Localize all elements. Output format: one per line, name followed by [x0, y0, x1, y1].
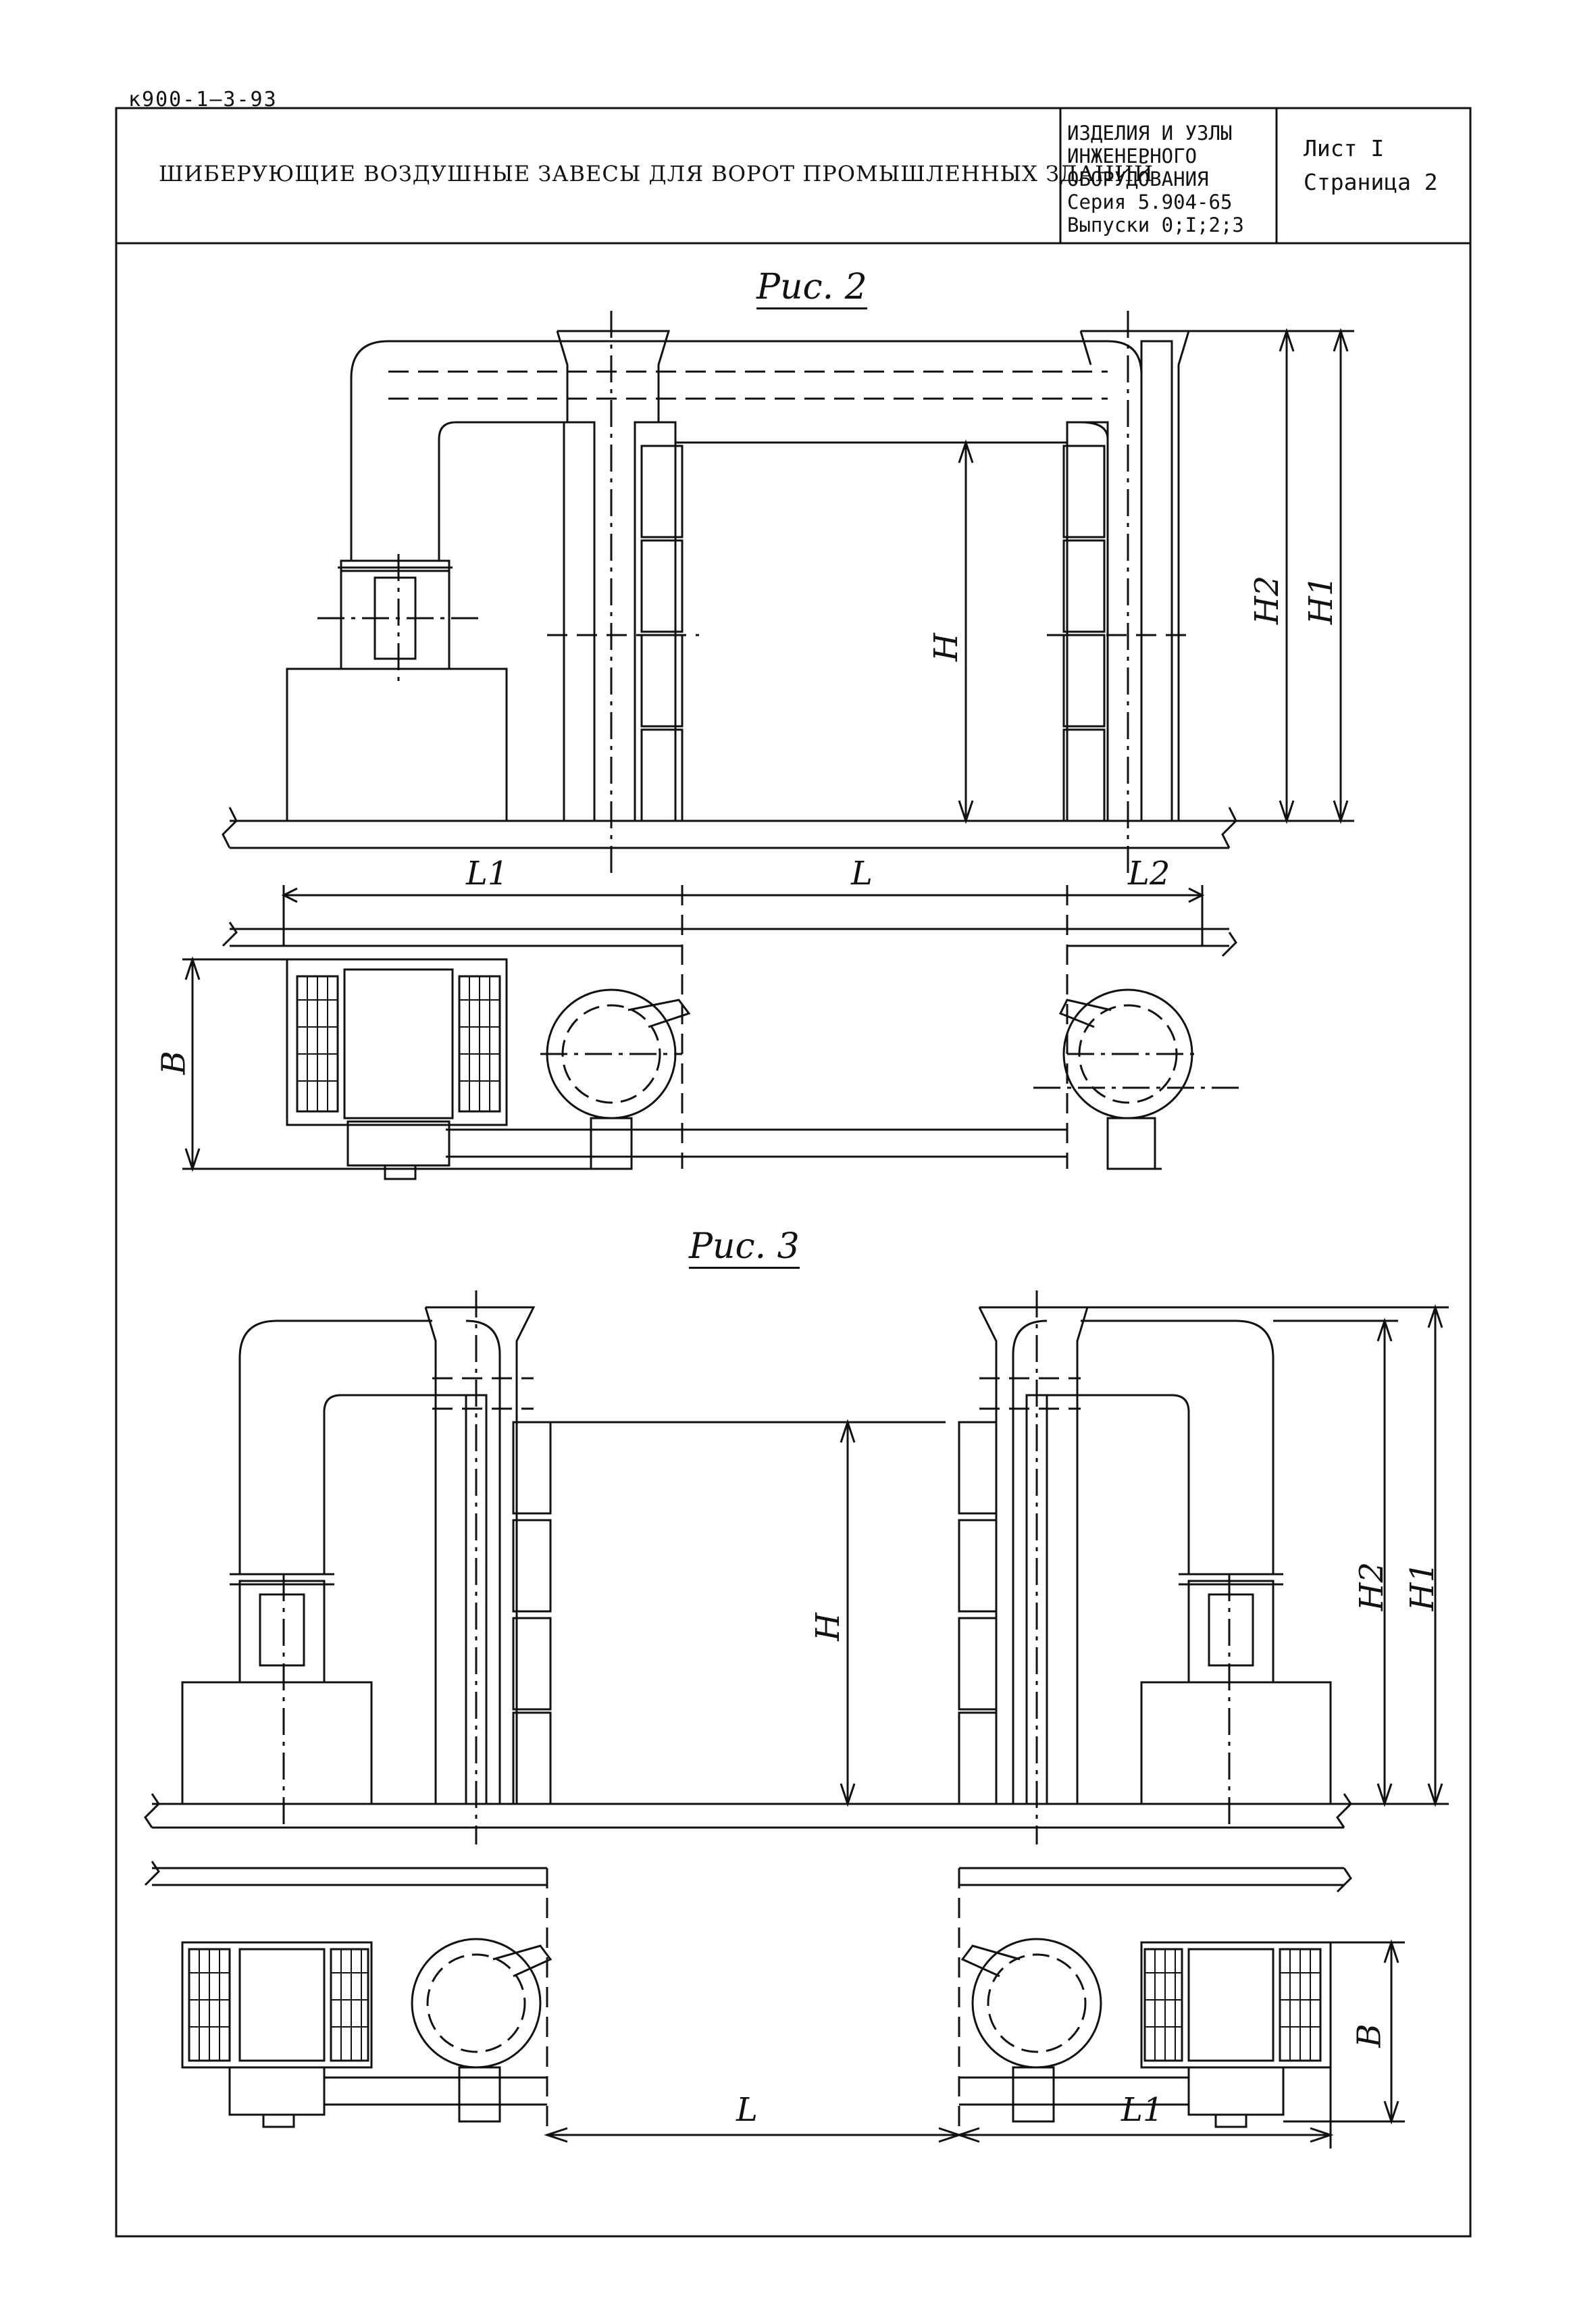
- fig3-dim-b: B: [1350, 2023, 1389, 2048]
- sheet-frame: [116, 108, 1470, 2236]
- fig2-dim-l1: L1: [466, 855, 509, 892]
- fig3-dim-h: H: [808, 1613, 847, 1641]
- sheet-block: Лист I Страница 2: [1304, 132, 1438, 199]
- page-number: Страница 2: [1304, 169, 1438, 195]
- fig2-elevation: [223, 311, 1354, 878]
- series-line: Серия 5.904-65: [1067, 191, 1233, 213]
- fig2-dim-h2: H2: [1248, 575, 1287, 625]
- fig3-plan: [145, 1861, 1405, 2148]
- fig2-dim-l2: L2: [1128, 855, 1170, 892]
- document-code: к900-1—3-93: [128, 88, 278, 111]
- figure2-label: Рис. 2: [756, 267, 867, 309]
- fig2-dim-l: L: [851, 855, 873, 892]
- fig3-dim-l1: L1: [1121, 2091, 1164, 2129]
- sheet-number: Лист I: [1304, 135, 1385, 161]
- series-line: ИНЖЕНЕРНОГО: [1067, 145, 1198, 168]
- fig2-dim-b: B: [155, 1051, 193, 1075]
- fig2-plan: [182, 885, 1239, 1179]
- fig2-dim-h1: H1: [1302, 575, 1341, 625]
- fig3-dim-l: L: [736, 2091, 758, 2129]
- series-line: Выпуски 0;I;2;3: [1067, 213, 1244, 236]
- fig3-dim-h2: H2: [1353, 1561, 1391, 1611]
- series-block: ИЗДЕЛИЯ И УЗЛЫ ИНЖЕНЕРНОГО ОБОРУДОВАНИЯ …: [1067, 122, 1244, 236]
- document-title: ШИБЕРУЮЩИЕ ВОЗДУШНЫЕ ЗАВЕСЫ ДЛЯ ВОРОТ ПР…: [159, 161, 1154, 186]
- fig2-dim-h: H: [927, 633, 965, 661]
- series-line: ОБОРУДОВАНИЯ: [1067, 168, 1209, 191]
- fig3-dim-h1: H1: [1404, 1561, 1442, 1611]
- series-line: ИЗДЕЛИЯ И УЗЛЫ: [1067, 122, 1233, 145]
- figure3-label: Рис. 3: [689, 1226, 800, 1269]
- fig3-elevation: [145, 1290, 1449, 1844]
